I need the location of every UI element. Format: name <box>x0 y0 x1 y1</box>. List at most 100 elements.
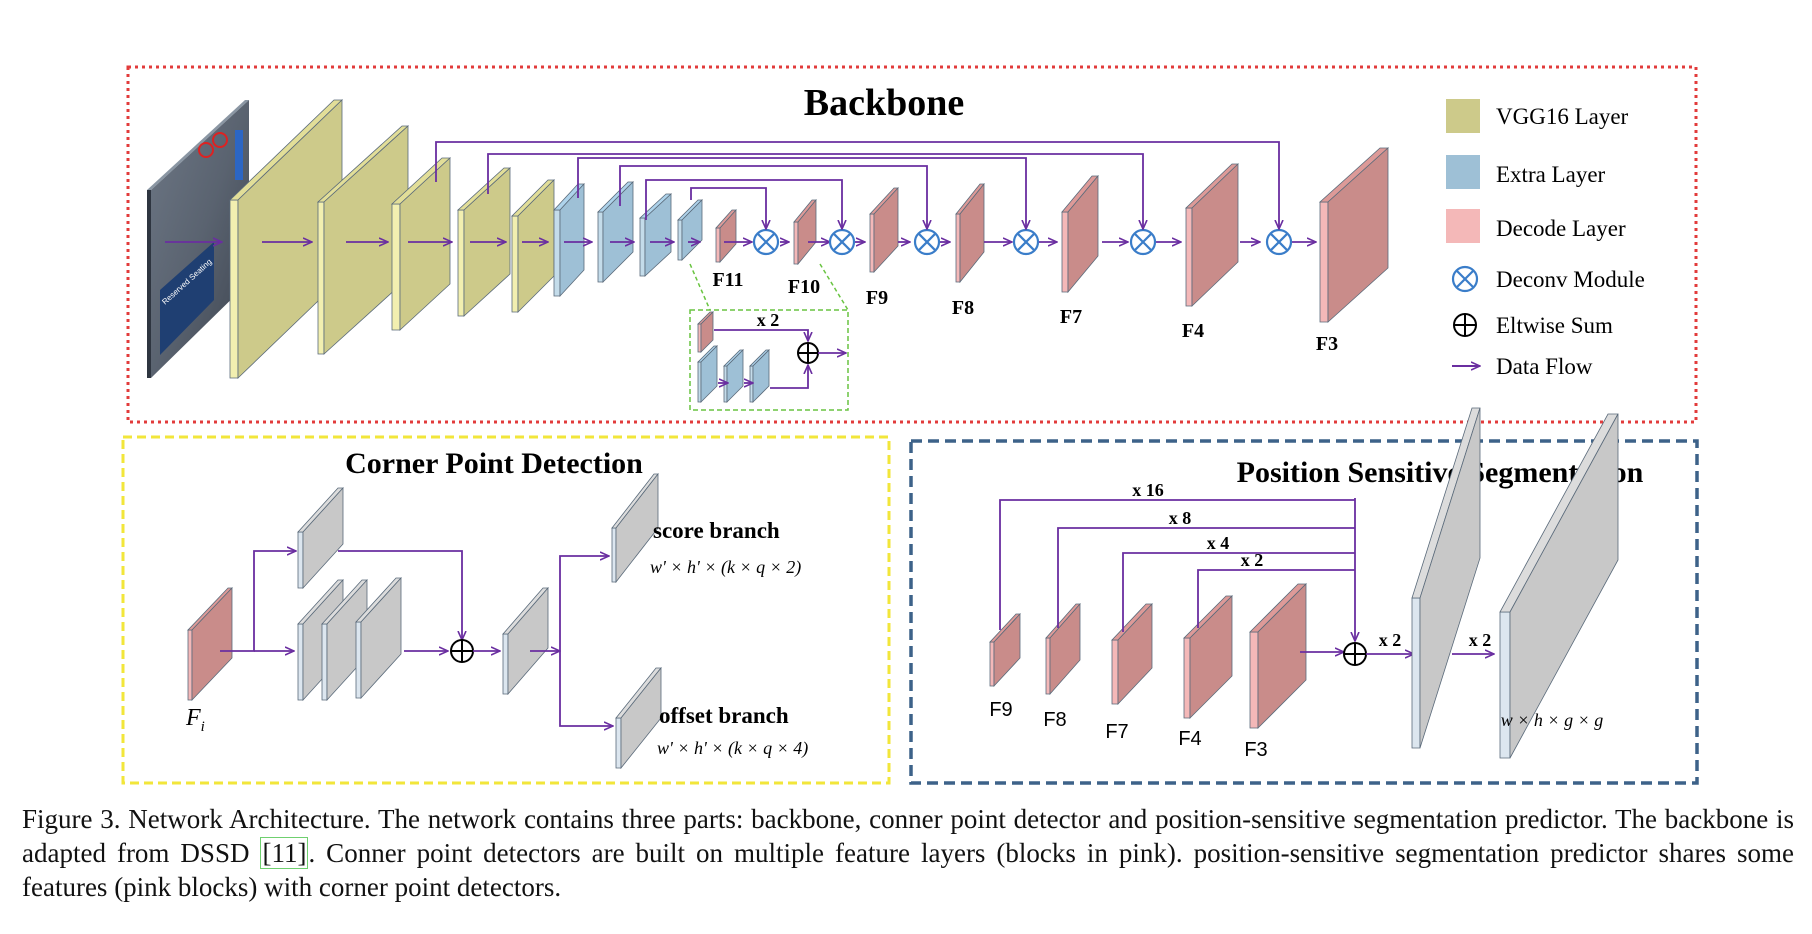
score-branch-label: score branch <box>653 518 780 543</box>
inset-extra-layer-2 <box>723 349 744 403</box>
input-image: Reserved Seating <box>147 100 249 378</box>
inset-flow-arrow <box>770 365 808 389</box>
pss-feature-label-f9: F9 <box>989 699 1012 721</box>
pss-feature-label-f3: F3 <box>1244 739 1267 761</box>
extra-layer-1 <box>553 182 585 298</box>
feature-label-f8: F8 <box>952 297 974 319</box>
corner-res-conv-2 <box>321 578 368 702</box>
citation-link[interactable]: [11] <box>260 837 309 869</box>
corner-blocks <box>187 472 662 770</box>
extra-layer-2 <box>597 181 634 283</box>
vgg-layer-2 <box>316 125 410 355</box>
pss-upsample-line <box>1057 527 1355 628</box>
corner-top-conv <box>297 486 344 590</box>
skip-connection <box>577 157 1026 229</box>
legend-vgg-label: VGG16 Layer <box>1496 104 1629 129</box>
corner-merged-conv <box>502 586 549 696</box>
pss-feature-f8 <box>1045 602 1081 696</box>
pss-upsample-line <box>999 499 1355 630</box>
decode-layer-f8 <box>955 182 985 284</box>
offset-branch-conv <box>615 666 662 770</box>
score-branch-conv <box>611 472 659 584</box>
oplus-icon <box>1453 313 1477 337</box>
pss-x2-label-1: x 2 <box>1379 630 1402 650</box>
inset-decode-layer <box>697 311 714 353</box>
decode-layer-f9 <box>869 186 899 274</box>
pss-scale-label: x 8 <box>1169 508 1192 528</box>
feature-label-f10: F10 <box>788 276 820 298</box>
legend-dataflow-label: Data Flow <box>1496 354 1593 379</box>
pss-scale-label: x 4 <box>1207 533 1230 553</box>
pss-feature-f3 <box>1249 583 1307 729</box>
deconv-module-icon <box>1265 228 1293 256</box>
feature-label-f7: F7 <box>1060 306 1082 328</box>
legend-extra-label: Extra Layer <box>1496 162 1606 187</box>
figure-caption: Figure 3. Network Architecture. The netw… <box>22 802 1794 904</box>
feature-label-f9: F9 <box>866 287 888 309</box>
legend-deconv-label: Deconv Module <box>1496 267 1645 292</box>
caption-text-2: . Conner point detectors are built on mu… <box>22 838 1794 902</box>
legend-eltwise-label: Eltwise Sum <box>1496 313 1613 338</box>
pss-panel <box>909 439 1699 785</box>
inset-blocks <box>697 311 846 403</box>
deconv-module-icon <box>1012 228 1040 256</box>
feature-label-f11: F11 <box>712 269 743 291</box>
vgg-layer-5 <box>511 179 555 313</box>
legend-decode-label: Decode Layer <box>1496 216 1626 241</box>
inset-extra-layer-3 <box>749 349 770 403</box>
deconv-inset <box>689 263 849 411</box>
decode-layer-f4 <box>1185 163 1239 307</box>
deconv-module-icon <box>828 228 856 256</box>
pss-output-block <box>1499 413 1619 759</box>
pss-feature-f4 <box>1183 595 1233 719</box>
pss-scale-label: x 16 <box>1132 480 1164 500</box>
feature-label-f3: F3 <box>1316 333 1338 355</box>
inset-extra-layer-1 <box>697 345 718 403</box>
pss-feature-f7 <box>1111 602 1153 706</box>
corner-flow <box>338 550 462 640</box>
corner-flow <box>559 556 609 651</box>
skip-connection <box>690 187 766 229</box>
skip-connection <box>435 141 1279 229</box>
pss-feature-label-f4: F4 <box>1178 728 1201 750</box>
deconv-module-icon <box>913 228 941 256</box>
pss-x2-label-2: x 2 <box>1469 630 1492 650</box>
decode-layer-f3 <box>1318 147 1390 323</box>
deconv-module-icon <box>752 228 780 256</box>
pss-upsample-block-1 <box>1411 407 1481 749</box>
extra-layer-3 <box>638 193 673 277</box>
legend-decode-swatch <box>1446 209 1480 243</box>
skip-connection <box>619 165 927 229</box>
pss-output-label: w × h × g × g <box>1501 710 1603 730</box>
corner-res-conv-3 <box>355 576 402 700</box>
corner-input-label: Fi <box>185 705 205 735</box>
corner-flow <box>559 651 613 726</box>
eltwise-sum-icon <box>1343 642 1367 666</box>
backbone-title: Backbone <box>804 82 964 124</box>
skip-connection <box>645 179 842 229</box>
corner-panel <box>121 435 891 785</box>
inset-upsample-arrow <box>714 329 808 341</box>
inset-scale-label: x 2 <box>757 310 780 330</box>
caption-text-1: Figure 3. Network Architecture. The netw… <box>22 804 1794 868</box>
corner-input-feature <box>187 587 233 701</box>
pss-feature-label-f8: F8 <box>1043 709 1066 731</box>
pss-feature-f9 <box>989 612 1021 688</box>
feature-label-f4: F4 <box>1182 320 1204 342</box>
skip-connection <box>487 153 1143 229</box>
decode-layer-f11 <box>715 208 737 264</box>
deconv-module-icon <box>1129 228 1157 256</box>
corner-flow <box>220 551 296 652</box>
pss-upsample-line <box>1122 552 1355 632</box>
decode-layer-f10 <box>793 198 817 266</box>
legend-vgg-swatch <box>1446 99 1480 133</box>
eltwise-sum-icon <box>450 639 474 663</box>
decode-layer-f7 <box>1061 174 1099 294</box>
otimes-icon <box>1451 265 1479 293</box>
extra-layer-4 <box>677 199 703 261</box>
score-branch-formula: w' × h' × (k × q × 2) <box>650 557 801 578</box>
backbone-panel <box>126 65 1698 424</box>
